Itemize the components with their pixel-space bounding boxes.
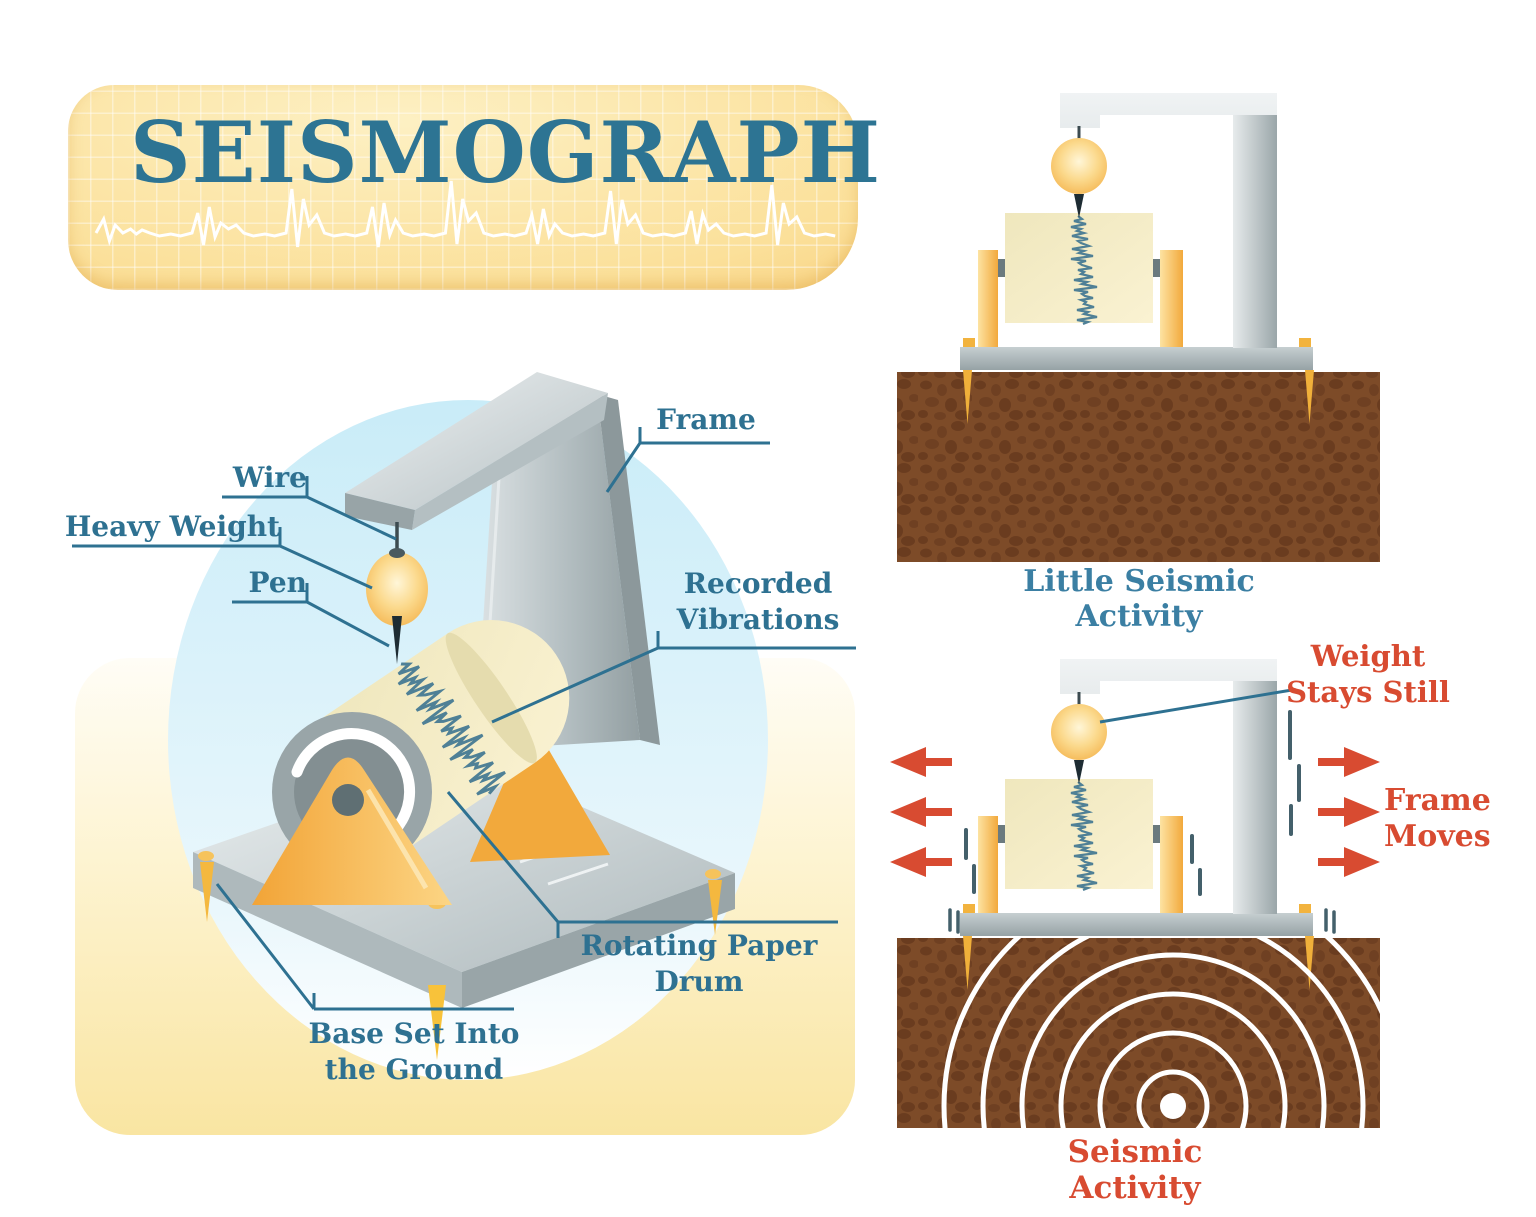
drum-stand [252, 757, 452, 905]
front-seismograph-quake [890, 659, 1402, 1217]
caption-little-seismic-activity: Little Seismic Activity [1023, 564, 1255, 634]
page-title: SEISMOGRAPH [130, 103, 882, 202]
label-frame: Frame [656, 403, 756, 436]
drum-stand [470, 733, 610, 862]
heavy-weight-ball [366, 552, 428, 626]
label-frame-moves: Frame Moves [1384, 783, 1491, 854]
banner-seismogram-trace-icon [68, 85, 858, 290]
left-arrow-icon [890, 747, 952, 777]
label-recorded-vibrations: Recorded Vibrations [676, 567, 840, 636]
frame-beam [345, 372, 608, 530]
leader-line [1099, 688, 1293, 724]
label-pen: Pen [248, 566, 307, 599]
seismograph-isometric [72, 372, 856, 1080]
label-wire: Wire [232, 461, 307, 494]
rotation-arrow-icon [291, 728, 416, 845]
pen-icon [392, 616, 402, 664]
vibration-marks [948, 710, 1336, 934]
label-heavy-weight: Heavy Weight [64, 510, 280, 543]
right-arrow-icon [1318, 747, 1380, 777]
title-banner: SEISMOGRAPH [68, 85, 882, 290]
right-arrow-icon [1318, 797, 1380, 827]
label-weight-stays-still: Weight Stays Still [1286, 639, 1450, 709]
label-base-set-into-ground: Base Set Into the Ground [308, 1017, 520, 1086]
right-arrow-icon [1318, 847, 1380, 877]
label-rotating-paper-drum: Rotating Paper Drum [580, 929, 818, 998]
caption-seismic-activity: Seismic Activity [1067, 1134, 1203, 1206]
leader-lines [72, 427, 856, 1011]
seismic-waves-icon [941, 938, 1380, 1128]
left-arrow-icon [890, 847, 952, 877]
left-arrow-icon [890, 797, 952, 827]
front-seismograph-calm [897, 93, 1380, 562]
